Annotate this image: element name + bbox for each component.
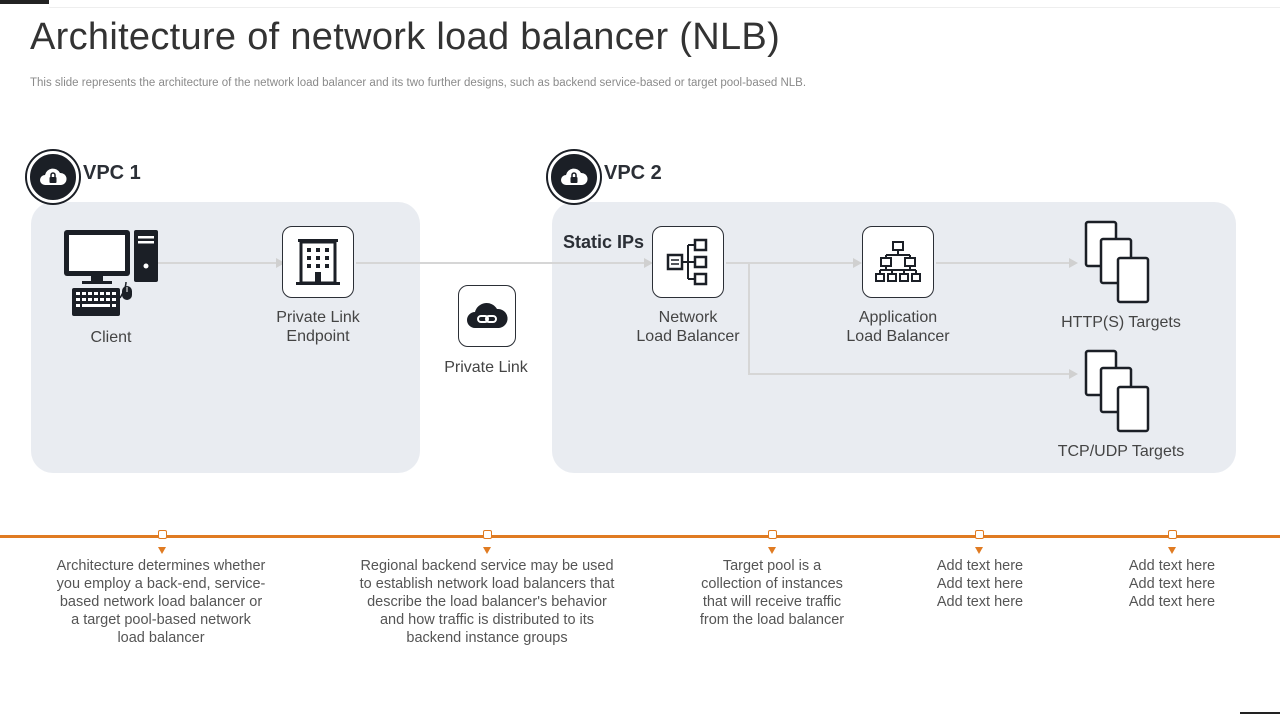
timeline-item-4: Add text here Add text here Add text her… xyxy=(900,557,1060,611)
timeline-item-4-line: Add text here xyxy=(936,576,1024,592)
slide-title: Architecture of network load balancer (N… xyxy=(30,16,781,58)
timeline-item-1-line: Architecture determines whether xyxy=(56,558,266,574)
arrowhead xyxy=(1069,258,1078,268)
nlb-node xyxy=(652,226,724,298)
network-distribution-icon xyxy=(666,238,708,286)
alb-label-line2: Load Balancer xyxy=(846,328,950,345)
tcp-targets-label: TCP/UDP Targets xyxy=(1057,443,1185,460)
timeline-item-4-line: Add text here xyxy=(936,558,1024,574)
alb-label-line1: Application xyxy=(858,309,938,326)
timeline-item-1-line: you employ a back-end, service- xyxy=(56,576,266,592)
timeline-item-1: Architecture determines whether you empl… xyxy=(36,557,286,647)
http-targets-label: HTTP(S) Targets xyxy=(1061,314,1181,331)
timeline-item-5-line: Add text here xyxy=(1128,594,1216,610)
timeline-item-3-line: from the load balancer xyxy=(699,612,845,628)
timeline-item-3: Target pool is a collection of instances… xyxy=(662,557,882,629)
client-label: Client xyxy=(90,329,132,346)
alb-node xyxy=(862,226,934,298)
hierarchy-icon xyxy=(875,241,921,282)
nlb-label-line1: Network xyxy=(658,309,718,326)
timeline-item-2-line: describe the load balancer's behavior xyxy=(367,594,607,610)
cloud-lock-icon xyxy=(561,168,588,185)
timeline-marker xyxy=(158,530,167,539)
timeline-item-5-line: Add text here xyxy=(1128,558,1216,574)
timeline-marker xyxy=(768,530,777,539)
bottom-accent-bar xyxy=(1240,712,1280,714)
connector-alb-http xyxy=(936,262,1072,264)
timeline-arrow xyxy=(975,547,983,554)
timeline-arrow xyxy=(483,547,491,554)
top-accent-bar xyxy=(0,0,49,4)
timeline-marker xyxy=(483,530,492,539)
timeline-marker xyxy=(975,530,984,539)
endpoint-label-line2: Endpoint xyxy=(286,328,350,345)
nlb-label-line2: Load Balancer xyxy=(636,328,740,345)
cloud-lock-icon xyxy=(40,168,67,185)
timeline-item-2-line: and how traffic is distributed to its xyxy=(379,612,595,628)
timeline-item-2: Regional backend service may be used to … xyxy=(342,557,632,647)
stacked-pages-icon xyxy=(1084,220,1150,304)
timeline-item-1-line: based network load balancer or xyxy=(59,594,263,610)
timeline-item-2-line: to establish network load balancers that xyxy=(359,576,615,592)
vpc1-label: VPC 1 xyxy=(83,162,141,184)
vpc2-badge xyxy=(548,151,600,203)
arrowhead xyxy=(853,258,862,268)
slide-subtitle: This slide represents the architecture o… xyxy=(30,77,807,89)
cloud-link-icon xyxy=(467,303,508,328)
private-link-label: Private Link xyxy=(444,359,528,376)
connector-nlb-alb xyxy=(726,262,856,264)
timeline-item-3-line: collection of instances xyxy=(701,576,843,592)
endpoint-label: Private Link Endpoint xyxy=(248,308,388,346)
timeline-arrow xyxy=(768,547,776,554)
timeline-line xyxy=(0,535,1280,538)
alb-label: Application Load Balancer xyxy=(828,308,968,346)
timeline-item-1-line: load balancer xyxy=(117,630,205,646)
arrowhead xyxy=(644,258,653,268)
timeline-marker xyxy=(1168,530,1177,539)
timeline-arrow xyxy=(1168,547,1176,554)
endpoint-node xyxy=(282,226,354,298)
timeline-item-5: Add text here Add text here Add text her… xyxy=(1092,557,1252,611)
arrowhead xyxy=(276,258,285,268)
connector-nlb-down xyxy=(748,262,750,375)
private-link-node xyxy=(458,285,516,347)
timeline-item-2-line: backend instance groups xyxy=(406,630,568,646)
desktop-computer-icon xyxy=(64,230,158,316)
timeline-item-5-line: Add text here xyxy=(1128,576,1216,592)
connector-nlb-tcp xyxy=(748,373,1072,375)
endpoint-label-line1: Private Link xyxy=(276,309,360,326)
timeline-item-3-line: Target pool is a xyxy=(722,558,822,574)
timeline-arrow xyxy=(158,547,166,554)
stacked-pages-icon xyxy=(1084,349,1150,433)
timeline-item-2-line: Regional backend service may be used xyxy=(360,558,614,574)
vpc1-badge xyxy=(27,151,79,203)
top-rule xyxy=(49,7,1280,8)
connector-endpoint-nlb xyxy=(356,262,648,264)
timeline-item-4-line: Add text here xyxy=(936,594,1024,610)
building-icon xyxy=(296,239,340,285)
nlb-label: Network Load Balancer xyxy=(618,308,758,346)
connector-client-endpoint xyxy=(158,262,278,264)
arrowhead xyxy=(1069,369,1078,379)
vpc2-label: VPC 2 xyxy=(604,162,662,184)
timeline-item-1-line: a target pool-based network xyxy=(71,612,251,628)
static-ips-label: Static IPs xyxy=(563,232,645,252)
timeline-item-3-line: that will receive traffic xyxy=(702,594,842,610)
